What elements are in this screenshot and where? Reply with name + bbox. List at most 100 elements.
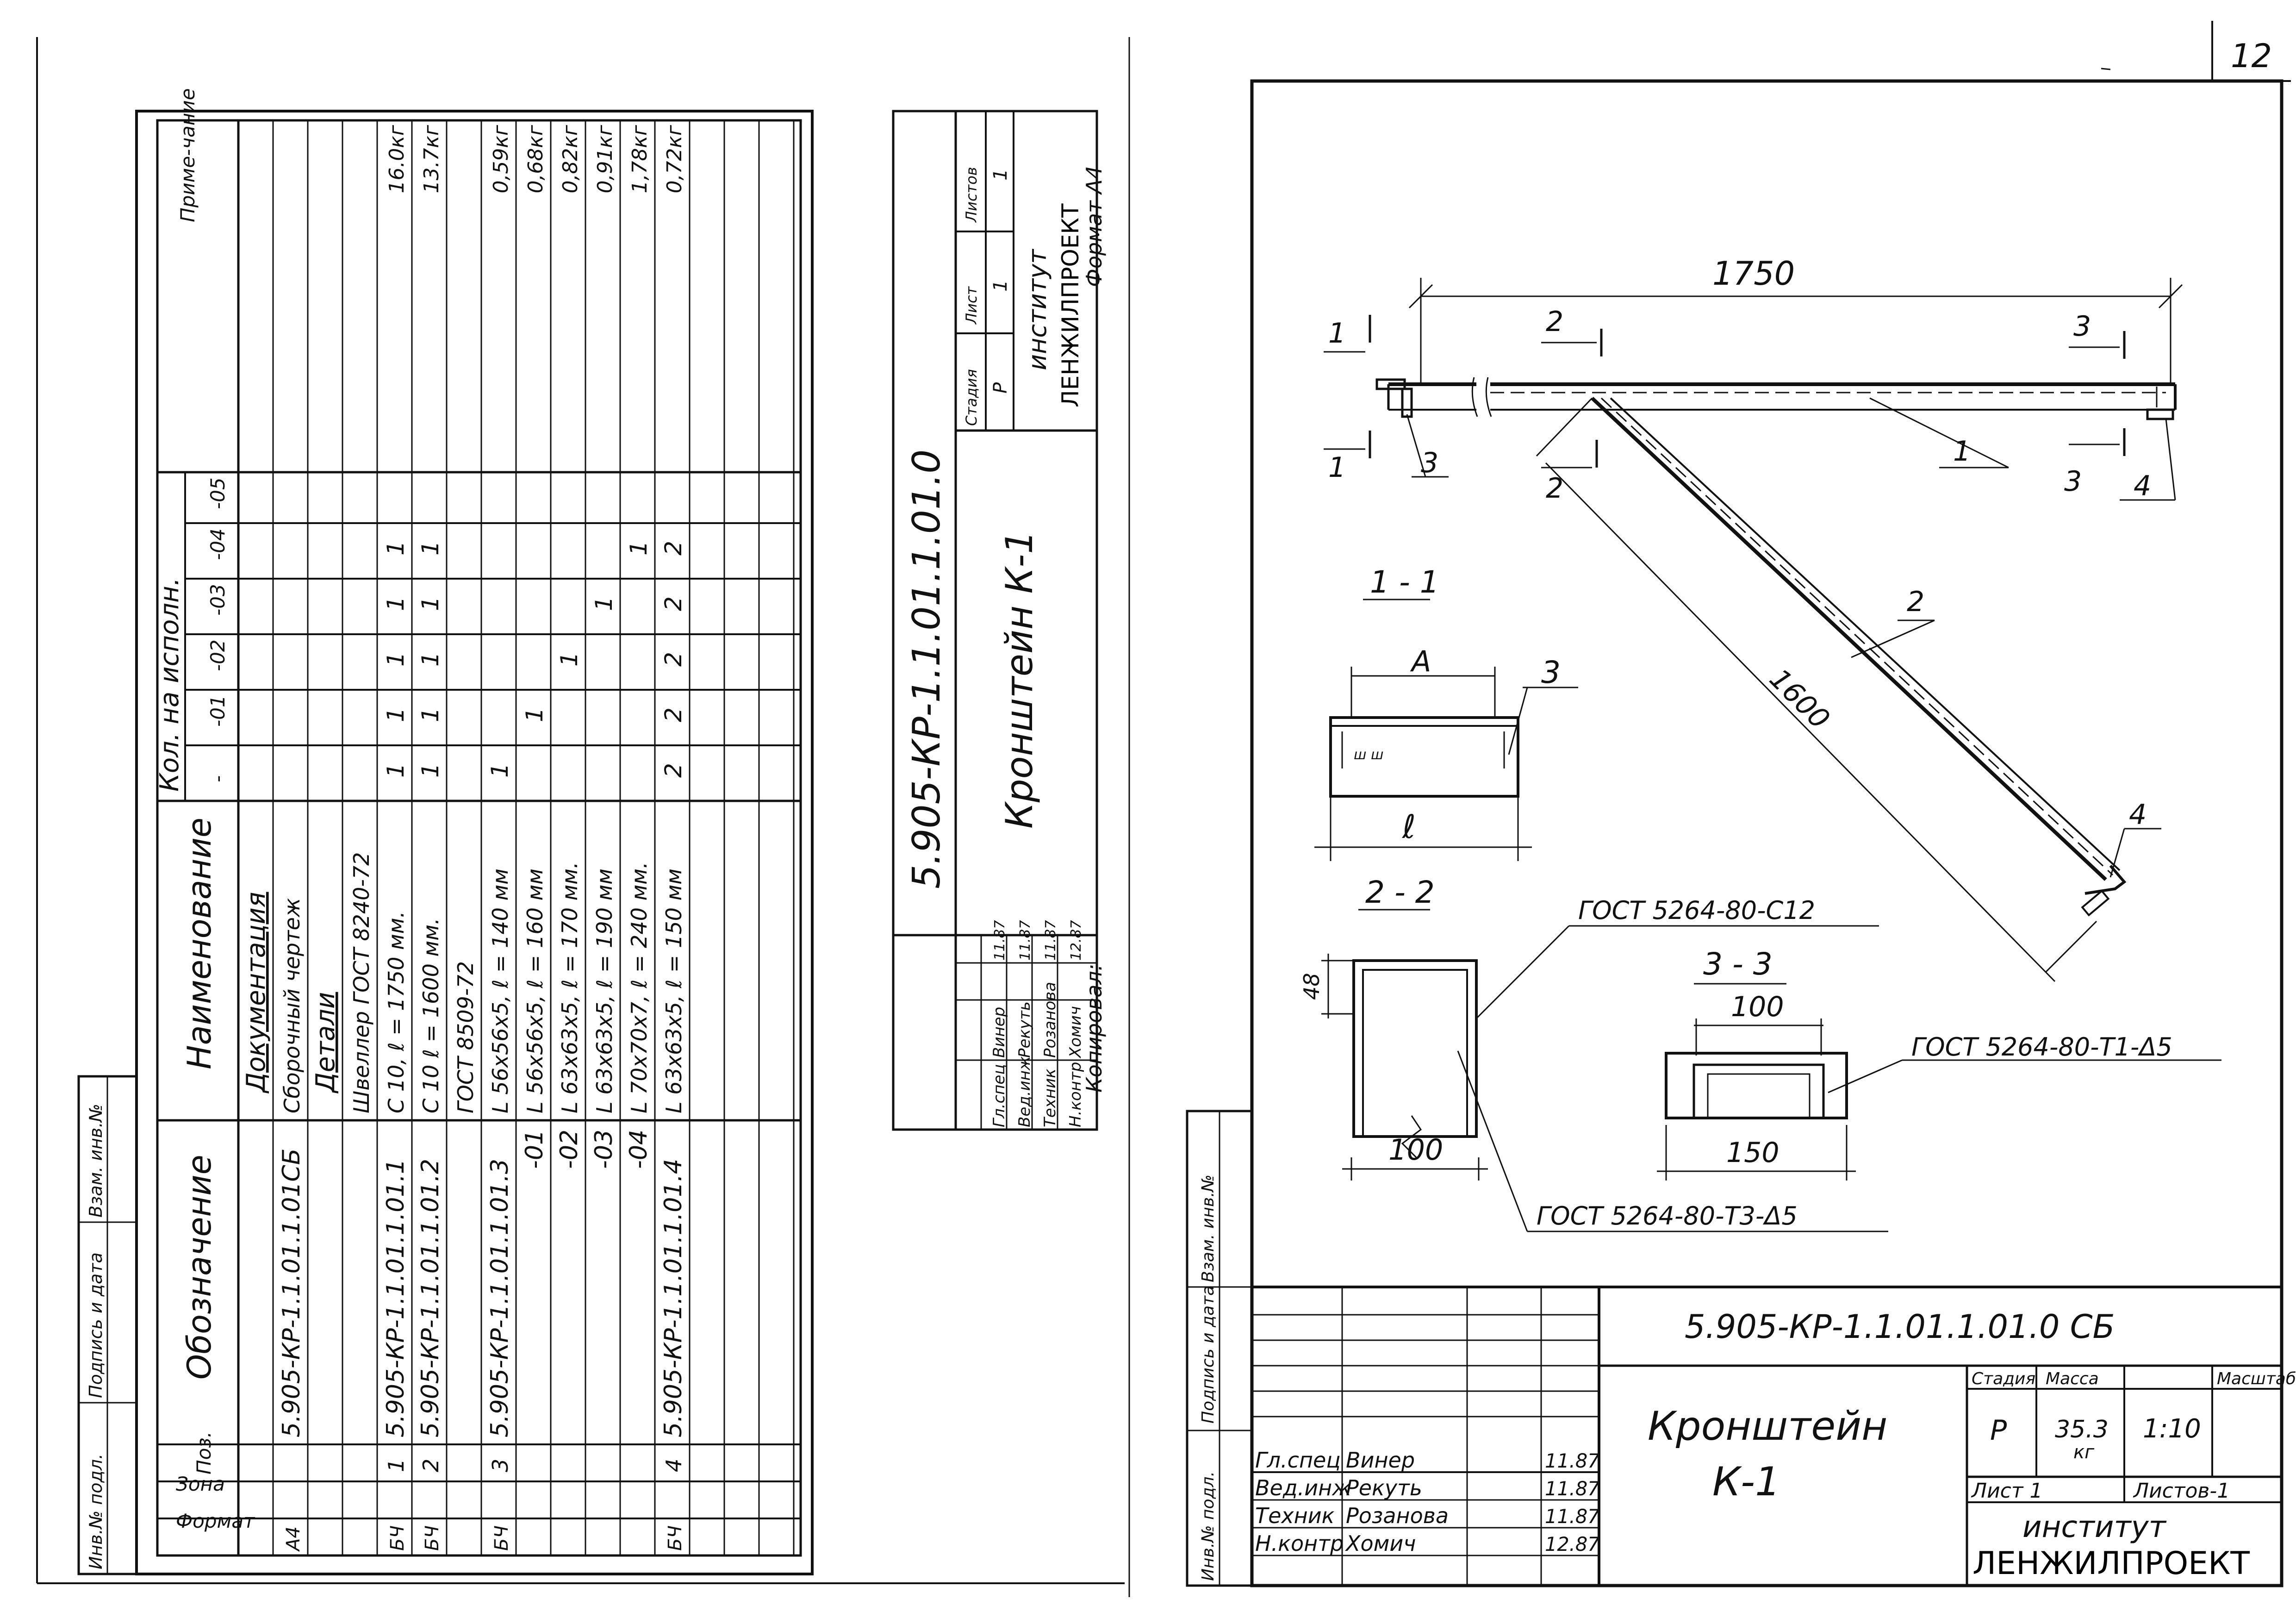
drawing-title-1: Кронштейн bbox=[1648, 1403, 1887, 1449]
row-qty: 2 bbox=[660, 763, 687, 778]
spec-sheets-label: Листов bbox=[963, 167, 980, 223]
hdr-designation: Обозначение bbox=[180, 1155, 218, 1380]
row-qty: 2 bbox=[660, 541, 687, 556]
sign-role: Техник bbox=[1041, 1068, 1059, 1127]
hdr-variant: -04 bbox=[206, 528, 229, 560]
spec-title: Кронштейн К-1 bbox=[998, 531, 1041, 829]
d-stage: Р bbox=[1990, 1414, 2007, 1447]
spec-stage-label: Стадия bbox=[963, 369, 980, 426]
sec11-A: A bbox=[1410, 644, 1431, 678]
row-qty: 2 bbox=[660, 652, 687, 667]
sec11-pos: 3 bbox=[1541, 655, 1561, 690]
sheet-number: 12 bbox=[2231, 37, 2272, 75]
row-pos: 2 bbox=[418, 1459, 443, 1472]
weld-notes: ГОСТ 5264-80-С12 ГОСТ 5264-80-Т1-Δ5 ГОСТ… bbox=[1457, 896, 2221, 1232]
hdr-variant: -02 bbox=[206, 639, 229, 671]
row-pos: 1 bbox=[384, 1459, 409, 1472]
row-designation: -01 bbox=[521, 1130, 548, 1169]
row-note: 1,78кг bbox=[628, 125, 652, 194]
row-qty: 1 bbox=[591, 596, 617, 611]
d-scale: 1:10 bbox=[2143, 1414, 2201, 1444]
sign-date: 11.87 bbox=[1043, 920, 1059, 961]
row-name: ГОСТ 8509-72 bbox=[453, 961, 478, 1113]
signature-row: Техник Розанова 11.87 bbox=[1041, 920, 1059, 1127]
sec33-w2: 150 bbox=[1726, 1137, 1780, 1169]
row-qty: 1 bbox=[417, 596, 444, 611]
main-view: 1750 3 4 bbox=[1324, 255, 2183, 982]
sign-role: Вед.инж bbox=[1255, 1475, 1351, 1500]
drawing-code: 5.905-КР-1.1.01.1.01.0 СБ bbox=[1685, 1308, 2115, 1346]
hdr-variant: -03 bbox=[206, 584, 229, 616]
d-org-2: ЛЕНЖИЛПРОЕКТ bbox=[1972, 1545, 2250, 1582]
row-note: 16.0кг bbox=[385, 125, 409, 194]
row-name: L 63х63х5, ℓ = 190 мм bbox=[592, 868, 617, 1113]
spec-stage: Р bbox=[990, 382, 1011, 394]
row-qty: 1 bbox=[382, 596, 409, 611]
row-name: Документация bbox=[241, 892, 271, 1094]
row-note: 0,72кг bbox=[663, 125, 686, 194]
row-designation: 5.905-КР-1.1.01.1.01.4 bbox=[660, 1159, 687, 1437]
row-qty: 1 bbox=[382, 541, 409, 556]
sign-date: 12.87 bbox=[1545, 1533, 1600, 1555]
row-designation: 5.905-КР-1.1.01.1.01СБ bbox=[278, 1149, 305, 1437]
table-row: -02L 63х63х5, ℓ = 170 мм.10,82кг bbox=[555, 125, 583, 1169]
row-note: 13.7кг bbox=[420, 125, 443, 194]
leader-4b: 4 bbox=[2129, 799, 2147, 831]
leader-1: 1 bbox=[1953, 435, 1971, 468]
sec33-w1: 100 bbox=[1731, 991, 1784, 1023]
mark-3a: 3 bbox=[2073, 310, 2091, 343]
spec-org-2: ЛЕНЖИЛПРОЕКТ bbox=[1057, 203, 1084, 407]
row-pos: 3 bbox=[488, 1459, 513, 1472]
drawing-side-strip: Инв.№ подл. Подпись и дата Взам. инв.№ bbox=[1186, 1110, 1253, 1587]
d-mass-label: Масса bbox=[2046, 1369, 2099, 1388]
hdr-zone: Зона bbox=[176, 1473, 225, 1495]
table-row: -04L 70х70х7, ℓ = 240 мм.11,78кг bbox=[625, 125, 653, 1169]
mark-2a: 2 bbox=[1546, 306, 1563, 338]
sign-name: Розанова bbox=[1041, 982, 1059, 1058]
hdr-variant: - bbox=[206, 775, 229, 782]
dside-label-inv: Инв.№ подл. bbox=[1199, 1471, 1218, 1581]
sign-date: 12.87 bbox=[1068, 920, 1084, 961]
dim-1600: 1600 bbox=[1763, 662, 1836, 735]
sign-role: Н.контр bbox=[1066, 1062, 1085, 1127]
drawing-title-block: 5.905-КР-1.1.01.1.01.0 СБ Кронштейн К-1 … bbox=[1252, 1286, 2296, 1586]
hdr-format: Формат bbox=[176, 1510, 255, 1532]
section-2-2: 2 - 2 48 100 bbox=[1299, 874, 1488, 1181]
row-designation: 5.905-КР-1.1.01.1.01.3 bbox=[486, 1159, 514, 1437]
table-row: Детали bbox=[311, 992, 341, 1094]
sign-role: Гл.спец bbox=[990, 1064, 1008, 1127]
row-qty: 1 bbox=[556, 652, 583, 667]
spec-title-block: 5.905-КР-1.1.01.1.01.0 Кронштейн К-1 Ста… bbox=[892, 110, 1098, 1131]
specification-page: Инв.№ подл. Подпись и дата Взам. инв.№ bbox=[36, 37, 1130, 1597]
sign-name: Винер bbox=[990, 1007, 1008, 1058]
row-qty: 1 bbox=[521, 707, 548, 722]
spec-format: Формат А4 bbox=[1082, 166, 1107, 287]
section-3-3: 3 - 3 100 150 bbox=[1657, 946, 1856, 1181]
row-qty: 1 bbox=[417, 763, 444, 778]
dside-label-replace: Взам. инв.№ bbox=[1199, 1174, 1218, 1282]
spec-sheets: 1 bbox=[990, 169, 1011, 181]
spec-org-1: институт bbox=[1023, 249, 1052, 370]
leader-2: 2 bbox=[1907, 586, 1924, 618]
hdr-pos: Поз. bbox=[193, 1431, 215, 1474]
row-qty: 1 bbox=[417, 707, 444, 722]
drawing-title-2: К-1 bbox=[1712, 1459, 1780, 1505]
row-qty: 2 bbox=[660, 596, 687, 611]
weld-note-1: ГОСТ 5264-80-С12 bbox=[1578, 896, 1815, 925]
d-sheet: Лист 1 bbox=[1971, 1479, 2042, 1503]
sec11-weld-l: ш ш bbox=[1354, 747, 1383, 763]
row-qty: 2 bbox=[660, 707, 687, 722]
row-name: L 70х70х7, ℓ = 240 мм. bbox=[627, 862, 652, 1113]
row-name: Сборочный чертеж bbox=[280, 898, 305, 1113]
dim-1750: 1750 bbox=[1712, 255, 1795, 293]
sign-date: 11.87 bbox=[1017, 920, 1033, 961]
spec-sheet-label: Лист bbox=[963, 286, 980, 325]
